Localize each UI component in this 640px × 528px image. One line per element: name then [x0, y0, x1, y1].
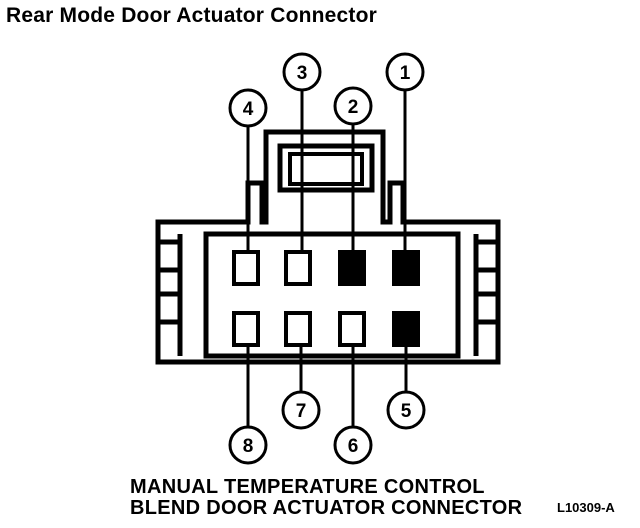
- pin-callout-number-8: 8: [243, 436, 254, 457]
- diagram-title: Rear Mode Door Actuator Connector: [6, 4, 378, 27]
- rib-right: [473, 239, 498, 325]
- pin-callout-number-7: 7: [296, 401, 307, 422]
- pin-callout-circle-8: [228, 425, 268, 465]
- pin-callout-circle-7: [281, 390, 321, 430]
- pin-cavity-1: [392, 250, 420, 286]
- pin-callout-circle-5: [386, 390, 426, 430]
- latch-box-inner: [288, 152, 364, 186]
- pin-callout-number-3: 3: [297, 63, 308, 84]
- callouts-layer: 1 2 3 4 5 6 7 8: [228, 52, 426, 465]
- housing-outline: [155, 129, 501, 365]
- reference-code: L10309-A: [557, 500, 615, 515]
- housing-inner: [203, 231, 461, 359]
- pin-callout-circle-6: [333, 425, 373, 465]
- pin-callout-number-5: 5: [401, 401, 412, 422]
- pin-cavity-4: [232, 250, 260, 286]
- caption-line-1: MANUAL TEMPERATURE CONTROL: [130, 476, 485, 498]
- pin-cavity-3: [284, 250, 312, 286]
- pin-callout-circle-1: [385, 52, 425, 92]
- pin-cavity-7: [284, 311, 312, 347]
- pin-callout-number-2: 2: [348, 97, 359, 118]
- pin-callout-circle-4: [228, 88, 268, 128]
- pin-callout-circle-2: [333, 86, 373, 126]
- caption-line-2: BLEND DOOR ACTUATOR CONNECTOR: [130, 497, 523, 519]
- latch-box: [277, 143, 375, 193]
- pin-callout-number-6: 6: [348, 436, 359, 457]
- pin-cavity-6: [338, 311, 366, 347]
- pin-cavity-2: [338, 250, 366, 286]
- pin-callout-number-1: 1: [400, 63, 411, 84]
- pin-callout-circle-3: [282, 52, 322, 92]
- housing-step: [177, 234, 479, 356]
- pin-cavity-8: [232, 311, 260, 347]
- pin-cavity-5: [392, 311, 420, 347]
- rib-left: [158, 239, 183, 325]
- pin-callout-number-4: 4: [243, 99, 254, 120]
- pins-layer: [232, 250, 420, 347]
